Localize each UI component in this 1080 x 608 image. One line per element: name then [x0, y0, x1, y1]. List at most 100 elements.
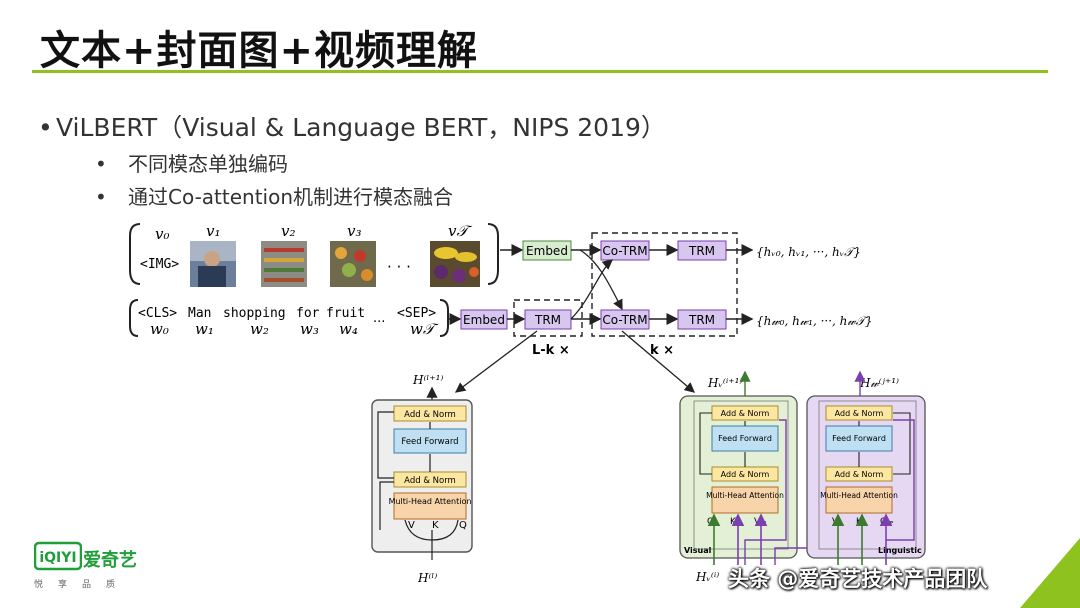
img-token-v2: v₂ [281, 222, 296, 240]
main-bullet: •ViLBERT（Visual & Language BERT，NIPS 201… [38, 108, 666, 144]
image-thumb-1 [190, 241, 236, 287]
linguistic-addnorm-top [825, 405, 893, 421]
trm-bottom-input: H⁽ˡ⁾ [417, 571, 437, 585]
trm-top-output: H⁽ˡ⁺¹⁾ [412, 373, 443, 387]
txt-right-bracket [439, 299, 449, 337]
linguistic-k-label: Kᵥ [856, 517, 866, 527]
visual-ffn [711, 425, 779, 452]
img-right-bracket [487, 223, 499, 285]
txt-sub-w1: w₁ [195, 320, 214, 338]
lk-label: L-k × [532, 343, 570, 358]
txt-ellipsis: ... [373, 311, 385, 326]
bullet-dot: • [38, 113, 53, 142]
watermark-text: 头条 @爱奇艺技术产品团队 [728, 567, 988, 591]
linguistic-addnorm-bottom-label: Add & Norm [835, 470, 884, 479]
linguistic-mha [825, 486, 893, 514]
visual-q-label: Qᵥ [707, 517, 718, 527]
visual-addnorm-top-label: Add & Norm [721, 409, 770, 418]
txt-token-for: for [296, 306, 320, 321]
linguistic-top-output: H𝓌⁽ʲ⁺¹⁾ [859, 376, 899, 390]
visual-addnorm-bottom-label: Add & Norm [721, 470, 770, 479]
txt-token-shopping: shopping [223, 306, 286, 321]
corner-triangle [1020, 538, 1080, 608]
visual-caption: Visual [684, 546, 712, 555]
txt-cotrm-label: Co-TRM [602, 313, 647, 327]
linguistic-addnorm-top-label: Add & Norm [835, 409, 884, 418]
txt-sub-w0: w₀ [150, 320, 169, 338]
linguistic-caption: Linguistic [878, 546, 922, 555]
arrow-to-trm-detail [454, 330, 538, 393]
linguistic-ffn [825, 425, 893, 452]
logo-subtitle: 悦享品质 [34, 580, 131, 590]
txt-sub-w2: w₂ [250, 320, 269, 338]
img-token-vT: v𝒯 [448, 222, 472, 240]
img-token-v1: v₁ [206, 222, 221, 240]
linguistic-q-label: Q𝓌 [880, 517, 894, 527]
cross-arrow-down [579, 249, 623, 311]
img-left-bracket [129, 223, 141, 285]
txt-trm2-label: TRM [688, 313, 715, 327]
linguistic-ffn-label: Feed Forward [832, 434, 886, 443]
trm-v-label: V [408, 520, 415, 531]
img-ellipsis: · · · [387, 258, 411, 276]
img-label: <IMG> [140, 257, 179, 272]
img-token-v0: v₀ [155, 225, 170, 243]
txt-sub-w3: w₃ [300, 320, 319, 338]
sub-bullet-text: 通过Co-attention机制进行模态融合 [128, 185, 454, 209]
image-thumb-3 [330, 241, 376, 287]
trm-q-label: Q [459, 520, 467, 531]
trm-ffn [393, 428, 467, 454]
iqiyi-logo-icon: iQIYI [34, 541, 82, 571]
txt-token-fruit: fruit [326, 306, 365, 321]
linguistic-v-label: Vᵥ [832, 517, 842, 527]
linguistic-mha-label: Multi-Head Attention [820, 491, 898, 500]
k-label: k × [650, 343, 674, 358]
visual-k-label: K𝓌 [730, 517, 743, 527]
trm-mha-label: Multi-Head Attention [389, 497, 472, 506]
image-thumb-T [430, 241, 480, 287]
txt-output: {h𝓌₀, h𝓌₁, ···, h𝓌𝒯} [756, 314, 873, 328]
visual-cotrm-block: Hᵥ⁽ⁱ⁺¹⁾ Add & Norm Feed Forward Add & No… [679, 370, 831, 584]
bullet-dot: • [95, 185, 107, 209]
visual-mha-label: Multi-Head Attention [706, 491, 784, 500]
cross-arrow-up [570, 259, 613, 320]
txt-left-bracket [129, 299, 139, 337]
img-cotrm-label: Co-TRM [602, 244, 647, 258]
visual-bottom-input: Hᵥ⁽ⁱ⁾ [695, 570, 719, 584]
title-underline [32, 70, 1048, 73]
txt-sub-wT: w𝒯 [410, 320, 439, 338]
img-embed-label: Embed [526, 244, 568, 258]
trm-addnorm-bottom-label: Add & Norm [404, 476, 456, 486]
trm-detail-block: H⁽ˡ⁺¹⁾ Add & Norm Feed Forward Add & Nor… [371, 373, 473, 585]
txt-sub-w4: w₄ [339, 320, 358, 338]
visual-mha [711, 486, 779, 514]
visual-ffn-label: Feed Forward [718, 434, 772, 443]
img-trm-label: TRM [688, 244, 715, 258]
sub-bullet-2: • 通过Co-attention机制进行模态融合 [95, 181, 453, 210]
trm-addnorm-top [393, 405, 467, 422]
logo-text: 爱奇艺 [83, 550, 137, 571]
txt-trm-label: TRM [534, 313, 561, 327]
img-output: {hᵥ₀, hᵥ₁, ···, hᵥ𝒯} [756, 245, 861, 259]
main-bullet-text: ViLBERT（Visual & Language BERT，NIPS 2019… [56, 113, 666, 142]
arrow-to-cotrm-detail [621, 330, 695, 393]
txt-token-cls: <CLS> [138, 306, 177, 321]
txt-embed-label: Embed [463, 313, 505, 327]
svg-text:iQIYI: iQIYI [39, 550, 76, 566]
trm-ffn-label: Feed Forward [401, 437, 458, 447]
sub-bullet-1: • 不同模态单独编码 [95, 148, 288, 177]
k-dashed-group [591, 232, 738, 337]
txt-token-man: Man [188, 306, 211, 321]
bullet-dot: • [95, 152, 107, 176]
trm-addnorm-top-label: Add & Norm [404, 410, 456, 420]
image-thumb-2 [261, 241, 307, 287]
sub-bullet-text: 不同模态单独编码 [128, 152, 288, 176]
slide-title: 文本+封面图+视频理解 [40, 28, 479, 74]
txt-token-sep: <SEP> [397, 306, 436, 321]
lk-dashed-group [513, 299, 583, 337]
trm-k-label: K [432, 520, 439, 531]
visual-top-output: Hᵥ⁽ⁱ⁺¹⁾ [707, 376, 742, 390]
trm-mha [393, 492, 467, 520]
linguistic-cotrm-block: H𝓌⁽ʲ⁺¹⁾ Add & Norm Feed Forward Add & No… [806, 370, 926, 565]
